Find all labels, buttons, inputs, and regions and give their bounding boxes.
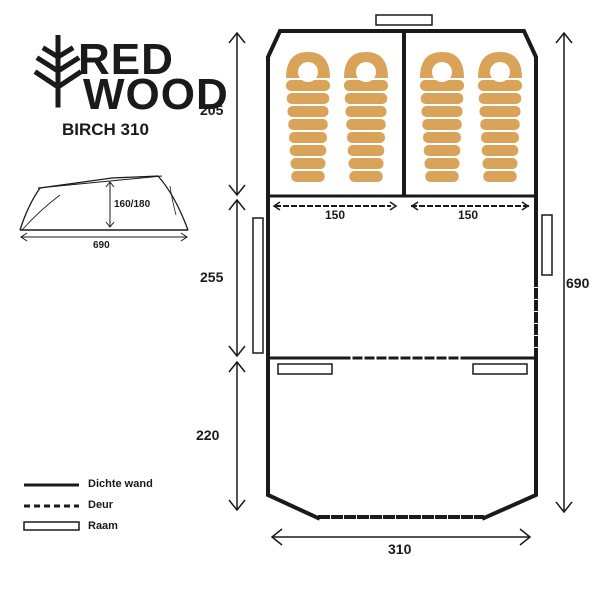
total-length-label: 690 [566, 275, 590, 291]
window-porch-left [277, 363, 333, 375]
bedroom-depth-label: 205 [200, 102, 224, 118]
side-length-label: 690 [93, 240, 110, 251]
outer-wall-lower [266, 193, 321, 521]
window-porch-right [472, 363, 528, 375]
legend-solid-label: Dichte wand [88, 478, 153, 490]
sleeping-bag [286, 52, 330, 182]
sleeping-bags [286, 52, 522, 182]
brand-line-2: WOOD [83, 70, 229, 119]
window-top [375, 14, 433, 26]
tree-icon [33, 35, 83, 108]
total-width-label: 310 [388, 541, 412, 557]
sleeping-bag [420, 52, 464, 182]
sleeping-bag [344, 52, 388, 182]
legend-window-rect [23, 521, 80, 531]
window-left [252, 217, 264, 354]
living-depth-label: 255 [200, 269, 224, 285]
sleeping-bag [478, 52, 522, 182]
porch-depth-label: 220 [196, 427, 220, 443]
window-right [541, 214, 553, 276]
bedroom-width-left-label: 150 [325, 208, 346, 222]
side-height-label: 160/180 [114, 199, 151, 210]
model-name: BIRCH 310 [62, 120, 149, 139]
bedroom-width-right-label: 150 [458, 208, 479, 222]
logo: RED WOOD [0, 0, 228, 117]
brand-line-1: RED [78, 35, 174, 84]
legend-dashed-label: Deur [88, 499, 114, 511]
legend-window-label: Raam [88, 520, 118, 532]
